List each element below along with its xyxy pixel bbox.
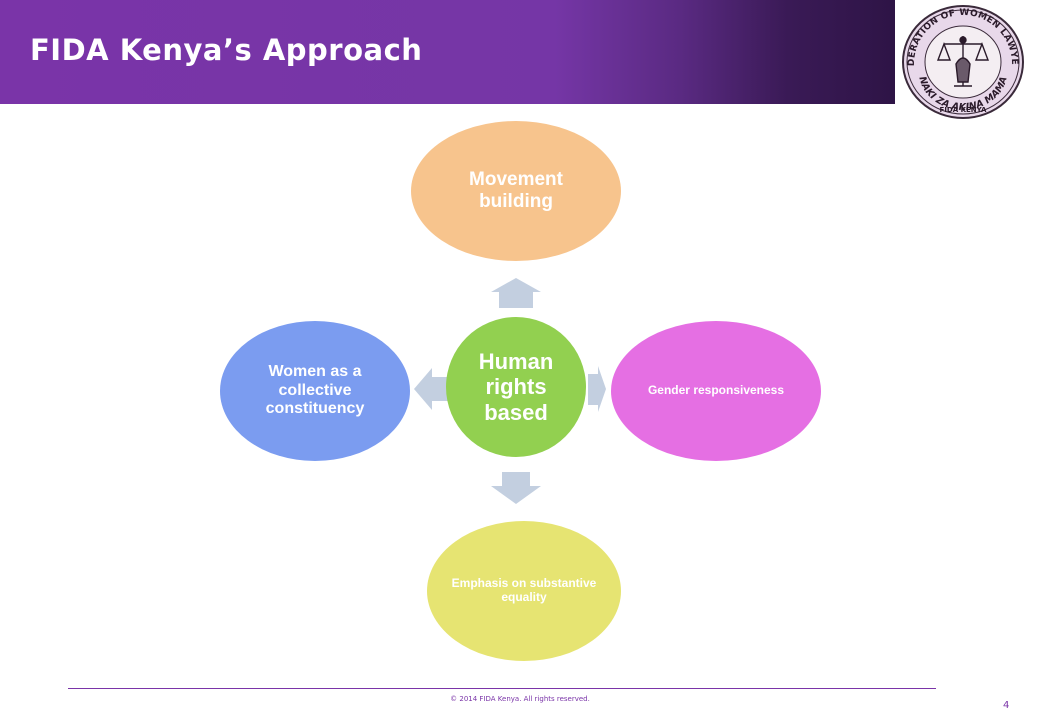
logo-sub-text: FIDA KENYA [940, 106, 988, 114]
title-banner [0, 0, 895, 104]
arrow-right-icon [588, 366, 606, 412]
arrow-down-icon [491, 472, 541, 504]
node-gender-responsiveness [611, 321, 821, 461]
node-substantive-equality [427, 521, 621, 661]
scales-of-justice-icon [936, 36, 990, 87]
node-movement-building [411, 121, 621, 261]
arrow-left-icon [414, 368, 448, 410]
node-human-rights-based [446, 317, 586, 457]
node-collective-constituency [220, 321, 410, 461]
footer-divider [68, 688, 936, 689]
node-label-gender-responsiveness: Gender responsiveness [647, 383, 785, 398]
page-title: FIDA Kenya’s Approach [30, 33, 423, 67]
node-label-human-rights-based: Human rights based [478, 349, 554, 425]
footer-copyright: © 2014 FIDA Kenya. All rights reserved. [450, 695, 590, 703]
node-label-substantive-equality: Emphasis on substantive equality [451, 576, 597, 604]
node-label-movement-building: Movement building [469, 169, 563, 212]
arrow-up-icon [491, 278, 541, 308]
page-number: 4 [1003, 700, 1010, 711]
node-label-collective-constituency: Women as a collective constituency [265, 363, 365, 418]
fida-kenya-logo: FEDERATION OF WOMEN LAWYERS NAKI ZA AKIN… [900, 2, 1024, 119]
